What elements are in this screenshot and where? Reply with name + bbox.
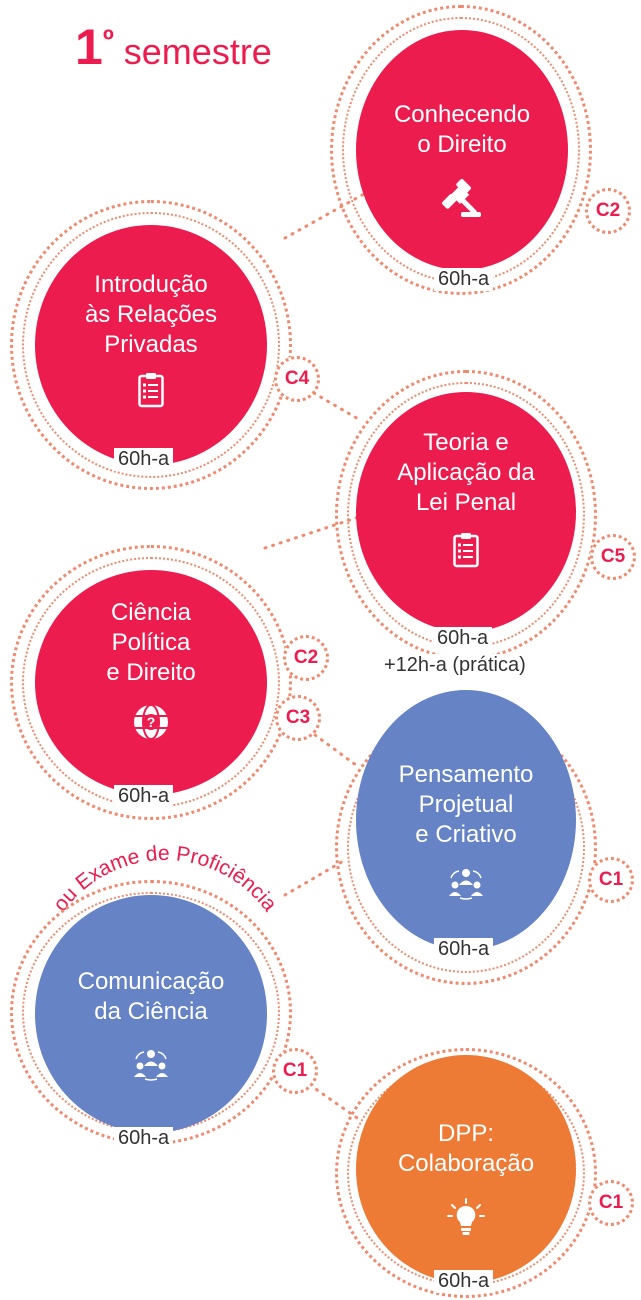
course-ciencia-politica-direito[interactable]: Ciência Política e Direito ? bbox=[35, 570, 267, 795]
competency-badge: C2 bbox=[585, 188, 631, 234]
competency-badge: C2 bbox=[283, 635, 329, 681]
course-hours: 60h-a bbox=[434, 268, 494, 291]
competency-badge: C1 bbox=[588, 857, 634, 903]
course-title: Pensamento Projetual e Criativo bbox=[398, 761, 534, 848]
course-hours-practice: +12h-a (prática) bbox=[380, 654, 530, 677]
competency-badge: C3 bbox=[275, 695, 321, 741]
competency-badge: C4 bbox=[274, 356, 320, 402]
course-introducao-relacoes-privadas[interactable]: Introdução às Relações Privadas bbox=[35, 225, 267, 465]
team-cycle-icon bbox=[446, 866, 486, 905]
course-ring-inner bbox=[22, 212, 280, 478]
clipboard-icon bbox=[138, 372, 164, 413]
course-title: Ciência Política e Direito bbox=[106, 599, 196, 686]
course-title: Conhecendo o Direito bbox=[393, 101, 531, 158]
semester-word: semestre bbox=[123, 31, 272, 72]
competency-badge: C5 bbox=[590, 534, 636, 580]
course-title: DPP: Colaboração bbox=[397, 1120, 535, 1177]
team-cycle-icon bbox=[131, 1047, 171, 1086]
gavel-icon bbox=[441, 178, 483, 225]
course-conhecendo-o-direito[interactable]: Conhecendo o Direito bbox=[356, 30, 568, 270]
course-ring-outer bbox=[330, 5, 592, 295]
clipboard-icon bbox=[453, 532, 479, 573]
course-teoria-aplicacao-lei-penal[interactable]: Teoria e Aplicação da Lei Penal bbox=[356, 392, 576, 632]
course-hours: 60h-a bbox=[114, 448, 174, 471]
competency-badge: C1 bbox=[588, 1180, 634, 1226]
semester-ordinal: º bbox=[102, 24, 114, 57]
course-pensamento-projetual-criativo[interactable]: Pensamento Projetual e Criativo bbox=[356, 690, 576, 950]
semester-heading: 1º semestre bbox=[75, 22, 272, 73]
course-hours: 60h-a bbox=[433, 627, 493, 650]
course-title: Teoria e Aplicação da Lei Penal bbox=[397, 429, 535, 516]
course-title: Comunicação da Ciência bbox=[77, 968, 225, 1025]
globe-question-icon: ? bbox=[131, 702, 171, 747]
competency-badge: C1 bbox=[272, 1048, 318, 1094]
course-hours: 60h-a bbox=[114, 1127, 174, 1150]
course-ring-outer bbox=[10, 200, 292, 490]
course-ring-outer bbox=[335, 1048, 597, 1298]
course-hours: 60h-a bbox=[114, 785, 174, 808]
course-dpp-colaboracao[interactable]: DPP: Colaboração bbox=[356, 1055, 576, 1283]
course-comunicacao-da-ciencia[interactable]: Comunicação da Ciência bbox=[35, 895, 267, 1133]
semester-number: 1 bbox=[75, 19, 103, 75]
svg-text:?: ? bbox=[147, 714, 156, 730]
course-hours: 60h-a bbox=[434, 938, 494, 961]
course-hours: 60h-a bbox=[434, 1270, 494, 1293]
course-ring-outer bbox=[10, 545, 292, 820]
course-title: Introdução às Relações Privadas bbox=[84, 271, 218, 358]
lightbulb-icon bbox=[446, 1197, 486, 1242]
